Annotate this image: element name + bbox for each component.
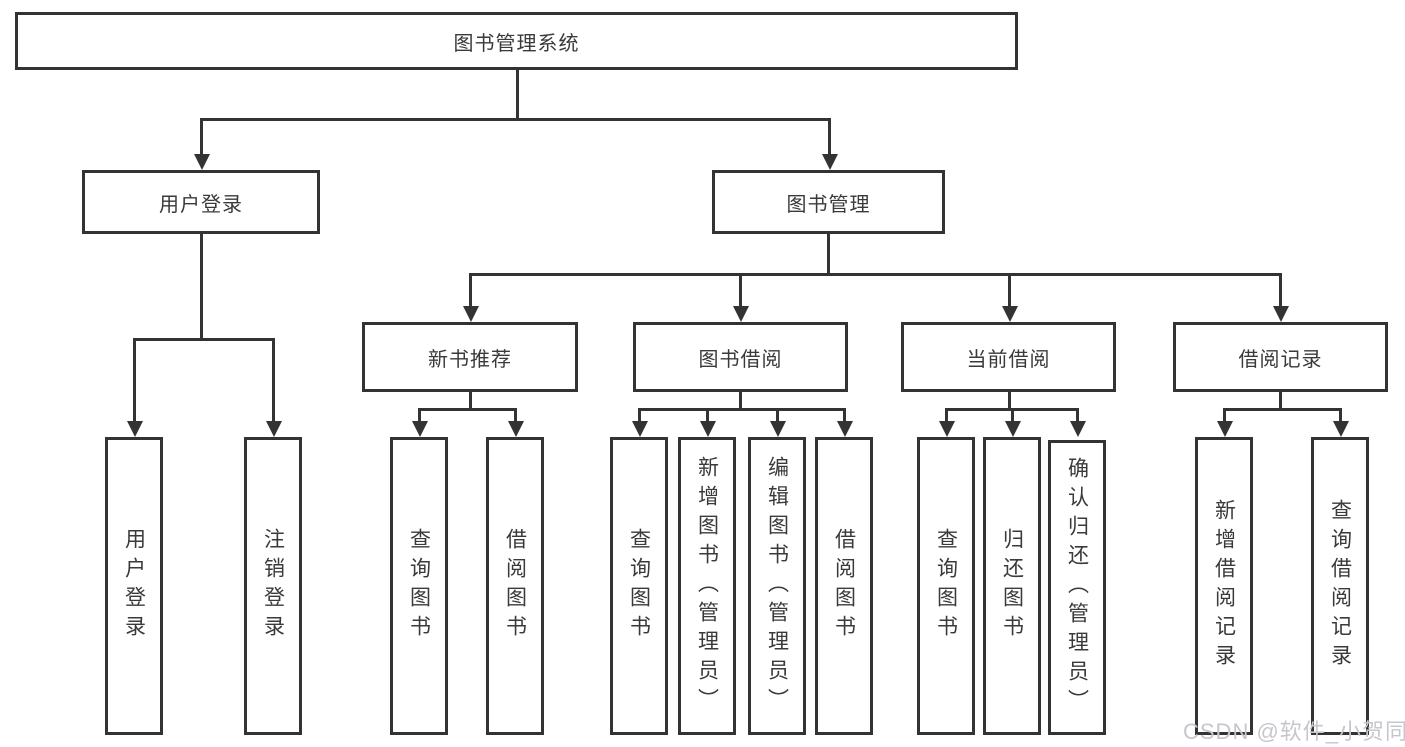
connector-line (1008, 392, 1011, 410)
connector-line (1223, 408, 1342, 411)
connector-line (638, 408, 846, 411)
csdn-watermark: CSDN @软件_小贺同学 (1183, 719, 1405, 744)
leaf-add-borrow-record: 新增借阅记录 (1195, 437, 1253, 735)
node-book-management: 图书管理 (712, 170, 945, 234)
node-library-management-system: 图书管理系统 (15, 12, 1018, 70)
connector-arrow-down (821, 118, 838, 170)
connector-line (739, 392, 742, 410)
leaf-borrow-books: 借阅图书 (815, 437, 873, 735)
connector-line (516, 70, 519, 120)
connector-arrow-down (1332, 408, 1349, 437)
connector-line (1279, 392, 1282, 410)
connector-line (469, 273, 1281, 276)
connector-arrow-down (1216, 408, 1233, 437)
node-current-borrow: 当前借阅 (901, 322, 1116, 392)
connector-arrow-down (1004, 408, 1021, 437)
connector-line (200, 118, 830, 121)
leaf-user-login: 用户登录 (105, 437, 163, 735)
connector-line (827, 234, 830, 275)
connector-arrow-down (769, 408, 786, 437)
leaf-return-books: 归还图书 (983, 437, 1041, 735)
leaf-add-book-admin: 新增图书（管理员） (678, 437, 736, 735)
connector-arrow-down (1069, 408, 1086, 437)
leaf-confirm-return-admin: 确认归还（管理员） (1048, 440, 1106, 735)
leaf-edit-book-admin: 编辑图书（管理员） (748, 437, 806, 735)
connector-line (418, 408, 517, 411)
connector-arrow-down (193, 118, 210, 170)
leaf-query-books-borrow: 查询图书 (610, 437, 668, 735)
connector-arrow-down (265, 338, 282, 437)
connector-arrow-down (732, 273, 749, 322)
node-book-borrow: 图书借阅 (633, 322, 848, 392)
connector-line (133, 338, 275, 341)
leaf-query-borrow-record: 查询借阅记录 (1311, 437, 1369, 735)
node-borrow-records: 借阅记录 (1173, 322, 1388, 392)
leaf-borrow-books-recommend: 借阅图书 (486, 437, 544, 735)
connector-arrow-down (938, 408, 955, 437)
leaf-query-books-current: 查询图书 (917, 437, 975, 735)
node-user-login: 用户登录 (82, 170, 320, 234)
node-new-book-recommend: 新书推荐 (362, 322, 578, 392)
connector-line (200, 234, 203, 340)
connector-arrow-down (836, 408, 853, 437)
connector-arrow-down (1001, 273, 1018, 322)
leaf-logout: 注销登录 (244, 437, 302, 735)
connector-arrow-down (126, 338, 143, 437)
leaf-query-books-recommend: 查询图书 (390, 437, 448, 735)
connector-arrow-down (1272, 273, 1289, 322)
connector-line (469, 392, 472, 410)
connector-arrow-down (462, 273, 479, 322)
connector-arrow-down (411, 408, 428, 437)
connector-arrow-down (507, 408, 524, 437)
connector-arrow-down (699, 408, 716, 437)
connector-arrow-down (631, 408, 648, 437)
